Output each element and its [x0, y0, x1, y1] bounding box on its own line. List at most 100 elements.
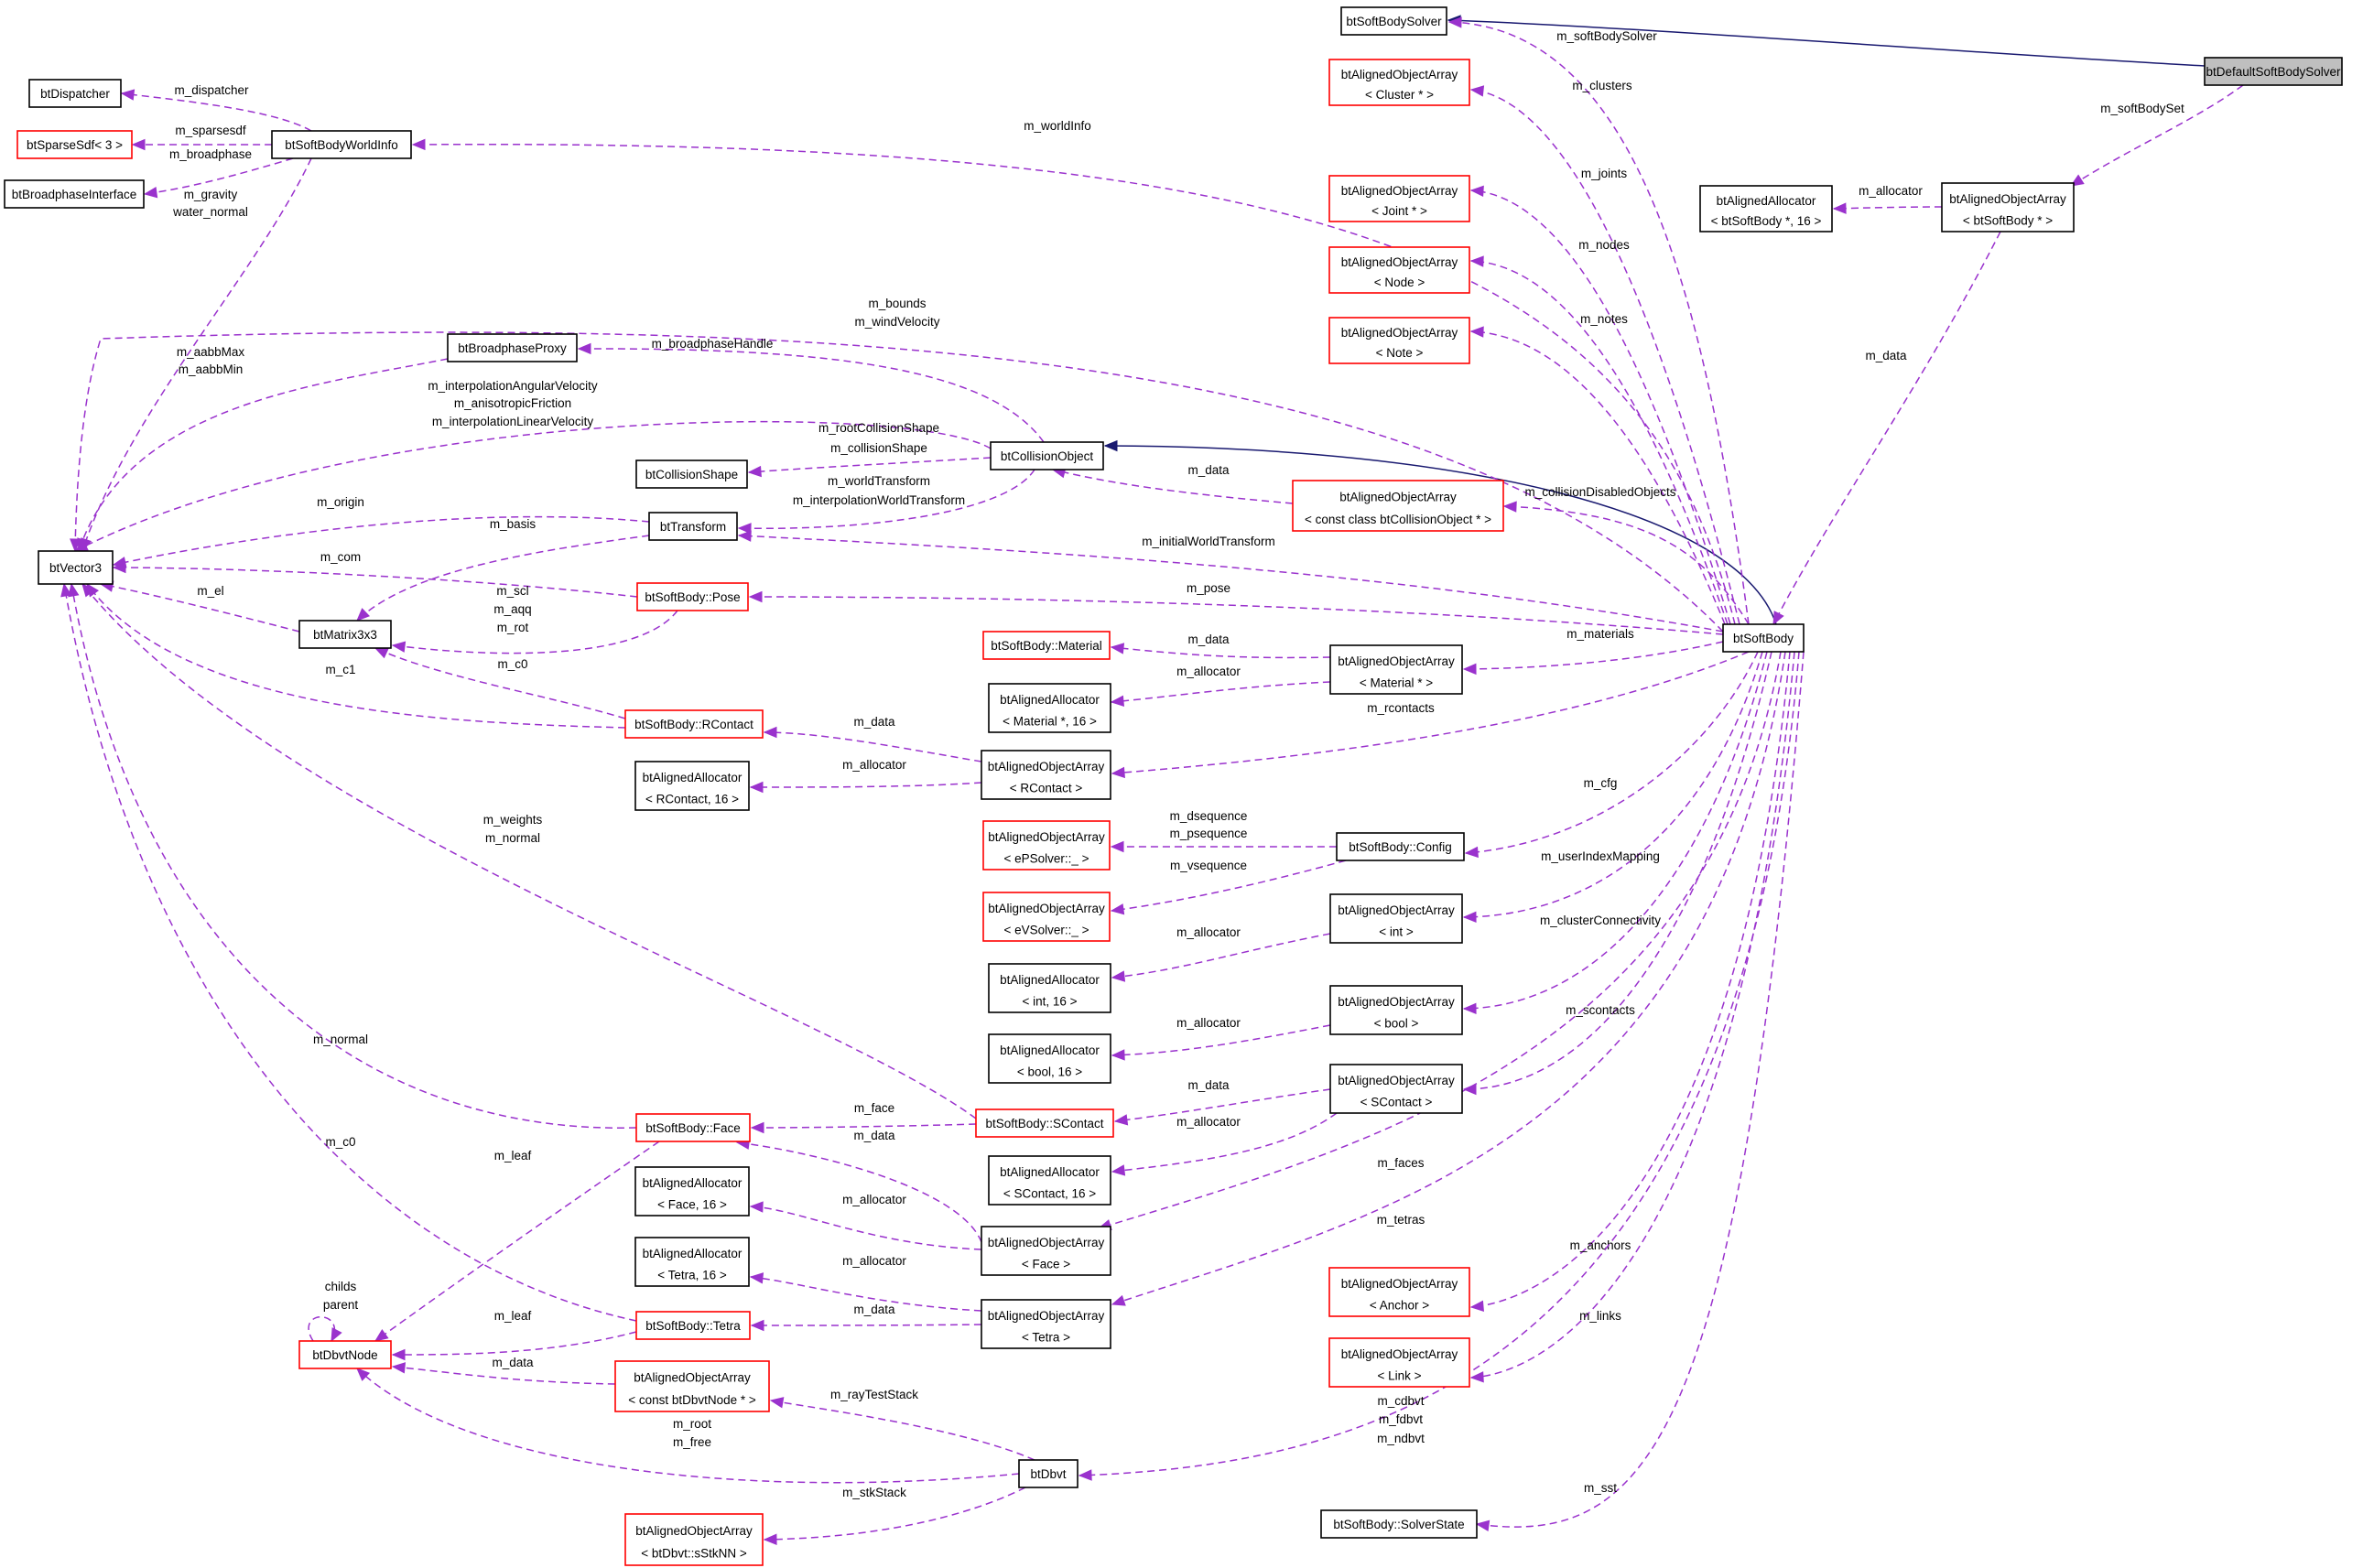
al-material-ptr-node[interactable]: btAlignedAllocator< Material *, 16 > [988, 683, 1111, 733]
usage-edge: m_anchors [1469, 651, 1791, 1313]
al-bool-node[interactable]: btAlignedAllocator< bool, 16 > [988, 1033, 1111, 1084]
bt-broadphase-interface-node[interactable]: btBroadphaseInterface [4, 179, 145, 209]
aoa-node-node[interactable]: btAlignedObjectArray< Node > [1328, 246, 1470, 294]
edge-label: m_softBodySolver [1556, 29, 1657, 43]
aoa-face-node[interactable]: btAlignedObjectArray< Face > [981, 1226, 1111, 1276]
node-label: btAlignedObjectArray [988, 830, 1105, 844]
node-template-label: < Joint * > [1371, 204, 1427, 218]
aoa-const-dbvt-node-node[interactable]: btAlignedObjectArray< const btDbvtNode *… [614, 1360, 770, 1412]
edge-line [751, 1123, 977, 1129]
bt-dbvt-node-node[interactable]: btDbvtNode [298, 1340, 392, 1369]
bt-soft-body-solver-node[interactable]: btSoftBodySolver [1340, 6, 1447, 36]
sb-tetra-node[interactable]: btSoftBody::Tetra [635, 1311, 751, 1340]
aoa-cluster-node[interactable]: btAlignedObjectArray< Cluster * > [1328, 59, 1470, 106]
edge-line [1470, 651, 1795, 1379]
usage-edge: m_initialWorldTransform [737, 530, 1724, 633]
edge-line [81, 583, 977, 1119]
al-tetra-node[interactable]: btAlignedAllocator< Tetra, 16 > [634, 1237, 750, 1287]
bt-collision-object-node[interactable]: btCollisionObject [990, 441, 1104, 470]
edge-label: m_nodes [1578, 238, 1630, 252]
node-label: btAlignedObjectArray [1338, 995, 1455, 1009]
aoa-bool-node[interactable]: btAlignedObjectArray< bool > [1329, 985, 1463, 1035]
edge-label: m_materials [1566, 627, 1634, 641]
bt-matrix3x3-node[interactable]: btMatrix3x3 [298, 620, 392, 649]
sb-material-node[interactable]: btSoftBody::Material [982, 631, 1111, 660]
arrowhead-icon [750, 1319, 764, 1332]
edge-line [1111, 1024, 1331, 1056]
aoa-const-coll-obj-node[interactable]: btAlignedObjectArray < const class btColl… [1292, 480, 1504, 532]
aoa-soft-body-ptr-node[interactable]: btAlignedObjectArray< btSoftBody * > [1941, 182, 2075, 232]
edge-label: m_face [854, 1101, 894, 1115]
arrowhead-icon [1447, 16, 1462, 28]
edge-label: m_interpolationAngularVelocity [428, 379, 598, 393]
aoa-note-node[interactable]: btAlignedObjectArray< Note > [1328, 317, 1470, 364]
edge-label: m_anisotropicFriction [454, 396, 571, 410]
arrowhead-icon [1111, 1049, 1125, 1061]
bt-dispatcher-node[interactable]: btDispatcher [28, 79, 122, 108]
bt-sparse-sdf-node[interactable]: btSparseSdf< 3 > [16, 130, 133, 159]
aoa-rcontact-node[interactable]: btAlignedObjectArray< RContact > [981, 750, 1111, 800]
bt-dbvt-node[interactable]: btDbvt [1018, 1459, 1079, 1488]
al-soft-body-ptr-node[interactable]: btAlignedAllocator< btSoftBody *, 16 > [1699, 185, 1833, 232]
node-box [1941, 182, 2075, 232]
sb-scontact-node[interactable]: btSoftBody::SContact [975, 1108, 1114, 1138]
node-template-label: < Tetra, 16 > [657, 1268, 727, 1281]
bt-soft-body-node[interactable]: btSoftBody [1722, 623, 1805, 653]
bt-soft-body-world-info-node[interactable]: btSoftBodyWorldInfo [271, 130, 412, 159]
usage-edge: m_broadphase [143, 147, 294, 199]
node-box [1320, 1509, 1478, 1539]
aoa-tetra-node[interactable]: btAlignedObjectArray< Tetra > [981, 1299, 1111, 1349]
edge-line [749, 596, 1724, 635]
aoae-vsolver-node[interactable]: btAlignedObjectArray< eVSolver::_ > [982, 892, 1111, 942]
edge-line [144, 157, 294, 195]
edge-label: m_scl [496, 584, 528, 598]
usage-edge: m_cfg [1464, 651, 1759, 859]
nodes-layer: btSoftBodySolver btDefaultSoftBodySolver b… [4, 6, 2343, 1566]
node-box [1328, 246, 1470, 294]
edge-line [121, 92, 312, 132]
node-template-label: < bool, 16 > [1017, 1065, 1082, 1078]
edge-label: m_allocator [1176, 1115, 1241, 1129]
aoa-scontact-node[interactable]: btAlignedObjectArray< SContact > [1329, 1064, 1463, 1114]
edge-label: m_root [673, 1417, 711, 1431]
bt-transform-node[interactable]: btTransform [648, 512, 738, 541]
node-template-label: < btSoftBody *, 16 > [1711, 214, 1822, 228]
al-face-node[interactable]: btAlignedAllocator< Face, 16 > [634, 1166, 750, 1217]
al-rcontact-node[interactable]: btAlignedAllocator< RContact, 16 > [634, 761, 750, 811]
sb-solver-state-node[interactable]: btSoftBody::SolverState [1320, 1509, 1478, 1539]
aoa-joint-node[interactable]: btAlignedObjectArray< Joint * > [1328, 175, 1470, 222]
aoa-int-node[interactable]: btAlignedObjectArray< int > [1329, 893, 1463, 944]
aoae-psolver-node[interactable]: btAlignedObjectArray< ePSolver::_ > [982, 820, 1111, 871]
aoa-anchor-node[interactable]: btAlignedObjectArray< Anchor > [1328, 1267, 1470, 1317]
node-label: btAlignedObjectArray [1341, 1277, 1458, 1291]
node-box [1328, 1337, 1470, 1388]
bt-vector3-node[interactable]: btVector3 [38, 550, 114, 585]
node-box [271, 130, 412, 159]
bt-default-soft-body-solver-node[interactable]: btDefaultSoftBodySolver [2204, 57, 2343, 86]
node-label: btAlignedAllocator [643, 771, 743, 784]
al-int-node[interactable]: btAlignedAllocator< int, 16 > [988, 963, 1111, 1013]
aoa-material-ptr-node[interactable]: btAlignedObjectArray< Material * > [1329, 644, 1463, 695]
sb-config-node[interactable]: btSoftBody::Config [1336, 832, 1465, 861]
sb-pose-node[interactable]: btSoftBody::Pose [636, 582, 749, 611]
al-scontact-node[interactable]: btAlignedAllocator< SContact, 16 > [988, 1155, 1111, 1206]
usage-edge: m_stkStack [763, 1486, 1026, 1545]
aoa-link-node[interactable]: btAlignedObjectArray< Link > [1328, 1337, 1470, 1388]
node-label: btAlignedObjectArray [1339, 491, 1457, 504]
arrowhead-icon [1469, 326, 1484, 338]
bt-collision-shape-node[interactable]: btCollisionShape [635, 460, 748, 489]
aoas-stk-nn-node[interactable]: btAlignedObjectArray< btDbvt::sStkNN > [624, 1513, 764, 1566]
arrowhead-icon [1103, 439, 1118, 452]
usage-edge: m_scontacts [1462, 651, 1772, 1096]
node-box [982, 892, 1111, 942]
sb-rcontact-node[interactable]: btSoftBody::RContact [624, 709, 764, 739]
edge-line [1114, 1088, 1331, 1122]
bt-broadphase-proxy-node[interactable]: btBroadphaseProxy [447, 333, 578, 362]
sb-face-node[interactable]: btSoftBody::Face [635, 1113, 751, 1142]
edge-line [1470, 89, 1740, 625]
node-box [447, 333, 578, 362]
edge-label: m_cdbvt [1377, 1394, 1424, 1408]
node-label: btAlignedObjectArray [1338, 903, 1455, 917]
node-template-label: < const class btCollisionObject * > [1305, 513, 1491, 526]
